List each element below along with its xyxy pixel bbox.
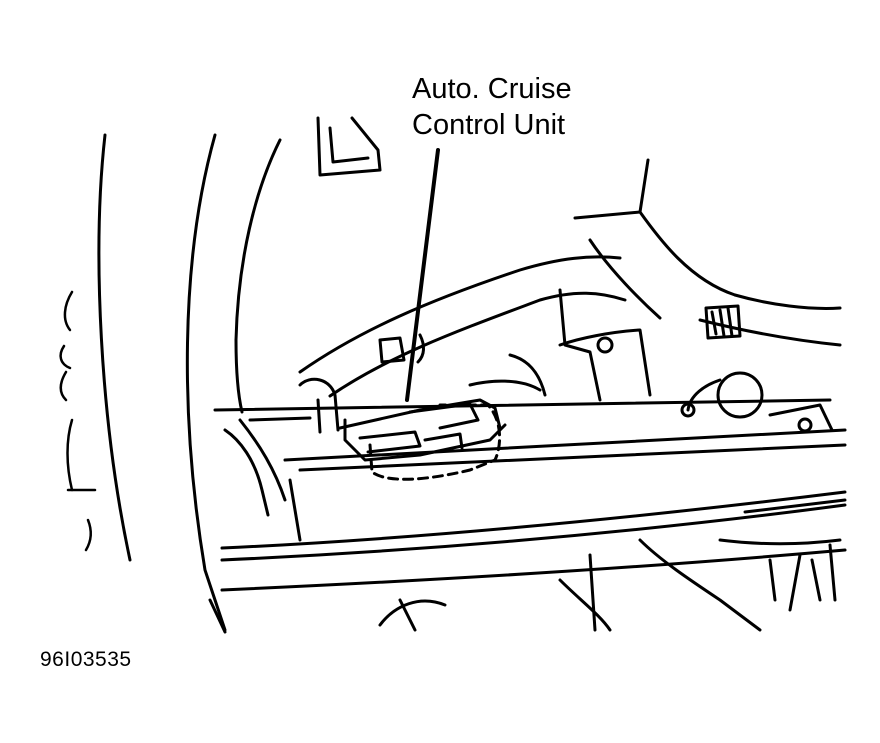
cruise-control-unit xyxy=(338,398,507,481)
connector-tabs xyxy=(298,333,425,434)
callout-label-line-1: Auto. Cruise xyxy=(412,73,572,105)
lower-components xyxy=(378,538,842,632)
unit-highlight-outline xyxy=(368,403,502,481)
left-fender-edge xyxy=(59,290,97,552)
figure-id-label: 96I03535 xyxy=(40,648,132,671)
round-fitting xyxy=(680,371,834,433)
cowl-rail xyxy=(213,398,847,592)
hood-outline xyxy=(234,116,382,414)
mounting-bracket xyxy=(468,288,652,402)
callout-label-line-2: Control Unit xyxy=(412,109,566,141)
upper-hose xyxy=(298,158,842,398)
fender-curve xyxy=(97,133,227,634)
callout-leader-line xyxy=(405,148,440,402)
